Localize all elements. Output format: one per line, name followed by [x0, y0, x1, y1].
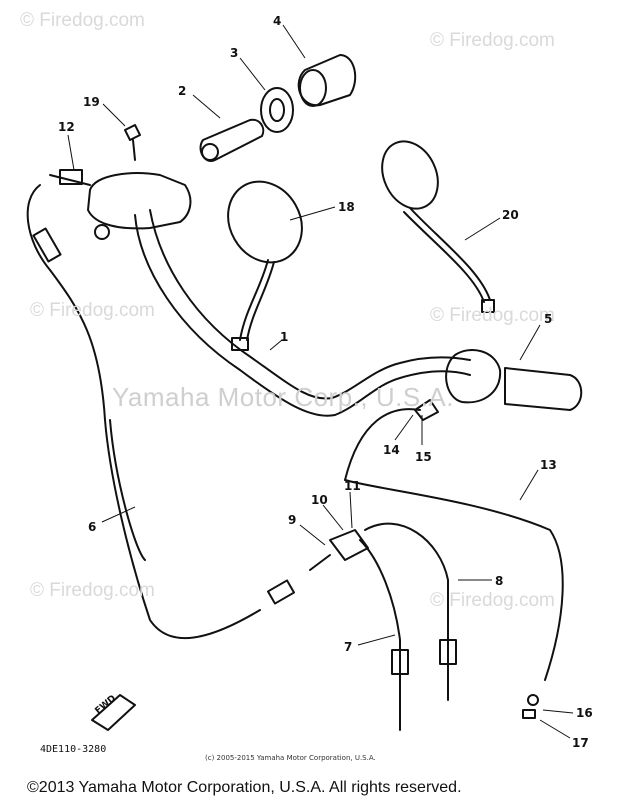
cable-9-stub	[309, 554, 331, 571]
cable-8-end	[439, 639, 457, 665]
fwd-arrow	[91, 694, 136, 731]
bolt-19-shaft	[132, 139, 136, 161]
leader-12	[67, 134, 75, 171]
mirror-left	[227, 180, 303, 264]
mirror-right-mount	[481, 299, 495, 313]
leader-3	[239, 57, 266, 91]
leader-10	[322, 504, 344, 531]
callout-16: 16	[576, 706, 593, 720]
watermark-mid-right: © Firedog.com	[430, 305, 555, 326]
leader-16	[542, 709, 574, 714]
throttle-grip-end	[201, 143, 219, 161]
left-switch-knob	[94, 224, 110, 240]
callout-13: 13	[540, 458, 557, 472]
right-grip	[504, 367, 583, 411]
cable-17	[522, 709, 536, 719]
callout-3: 3	[230, 46, 239, 60]
leader-6	[101, 506, 136, 523]
left-switch-housing	[87, 172, 192, 230]
mirror-left-stem-b	[246, 261, 275, 341]
leader-1	[269, 339, 283, 351]
footer-copyright: ©2013 Yamaha Motor Corporation, U.S.A. A…	[27, 779, 462, 796]
leader-11	[349, 491, 353, 529]
callout-15: 15	[415, 450, 432, 464]
small-copyright: (c) 2005-2015 Yamaha Motor Corporation, …	[205, 754, 376, 762]
mirror-left-stem	[239, 259, 269, 341]
junction-body	[329, 529, 369, 561]
leader-19	[102, 103, 126, 127]
watermark-mid-left: © Firedog.com	[30, 300, 155, 321]
callout-14: 14	[383, 443, 400, 457]
callout-17: 17	[572, 736, 589, 750]
leader-14	[394, 414, 414, 441]
callout-12: 12	[58, 120, 75, 134]
callout-8: 8	[495, 574, 504, 588]
washer-hole	[269, 98, 285, 122]
callout-11: 11	[344, 479, 361, 493]
right-switch	[445, 349, 502, 404]
callout-2: 2	[178, 84, 187, 98]
mirror-left-mount	[231, 337, 249, 351]
diagram-code: 4DE110-3280	[40, 744, 107, 755]
callout-1: 1	[280, 330, 289, 344]
cable-sheath-top	[32, 227, 62, 263]
cable-13	[344, 408, 421, 481]
washer	[260, 87, 294, 133]
mirror-right-stem	[409, 207, 491, 301]
callout-18: 18	[338, 200, 355, 214]
mirror-right	[381, 140, 439, 210]
callout-7: 7	[344, 640, 353, 654]
callout-6: 6	[88, 520, 97, 534]
cable-12-nut	[59, 169, 83, 185]
watermark-low-left: © Firedog.com	[30, 580, 155, 601]
watermark-top-right: © Firedog.com	[430, 30, 555, 51]
leader-9	[299, 524, 326, 546]
cable-fitting	[266, 579, 296, 605]
handlebar-inner	[149, 209, 471, 400]
cable-12-fitting	[49, 174, 91, 186]
cable-7-end	[391, 649, 409, 675]
left-grip-face	[299, 69, 327, 107]
callout-10: 10	[311, 493, 328, 507]
handlebar	[134, 214, 471, 417]
leader-18	[289, 206, 336, 221]
leader-20	[464, 217, 501, 241]
watermark-center: Yamaha Motor Corp., U.S.A.	[112, 382, 454, 412]
callout-20: 20	[502, 208, 519, 222]
watermark-top-left: © Firedog.com	[20, 10, 145, 31]
bolt-14-15	[414, 399, 439, 421]
clutch-cable-b	[109, 419, 146, 561]
watermark-low-right: © Firedog.com	[430, 590, 555, 611]
bolt-19	[124, 124, 141, 141]
cable-8	[364, 522, 449, 701]
leader-4	[282, 24, 306, 59]
cable-7	[359, 539, 401, 731]
cable-16	[527, 694, 539, 706]
callout-4: 4	[273, 14, 282, 28]
leader-17	[539, 719, 571, 739]
callout-5: 5	[544, 312, 553, 326]
mirror-right-stem-b	[403, 211, 485, 303]
clutch-cable	[26, 184, 261, 640]
leader-2	[192, 94, 221, 119]
cable-13-lower	[344, 479, 564, 681]
left-grip	[297, 54, 357, 107]
callout-19: 19	[83, 95, 100, 109]
leader-5	[519, 324, 541, 361]
throttle-grip	[199, 118, 265, 162]
leader-13	[519, 469, 539, 501]
leader-7	[357, 634, 396, 646]
callout-9: 9	[288, 513, 297, 527]
